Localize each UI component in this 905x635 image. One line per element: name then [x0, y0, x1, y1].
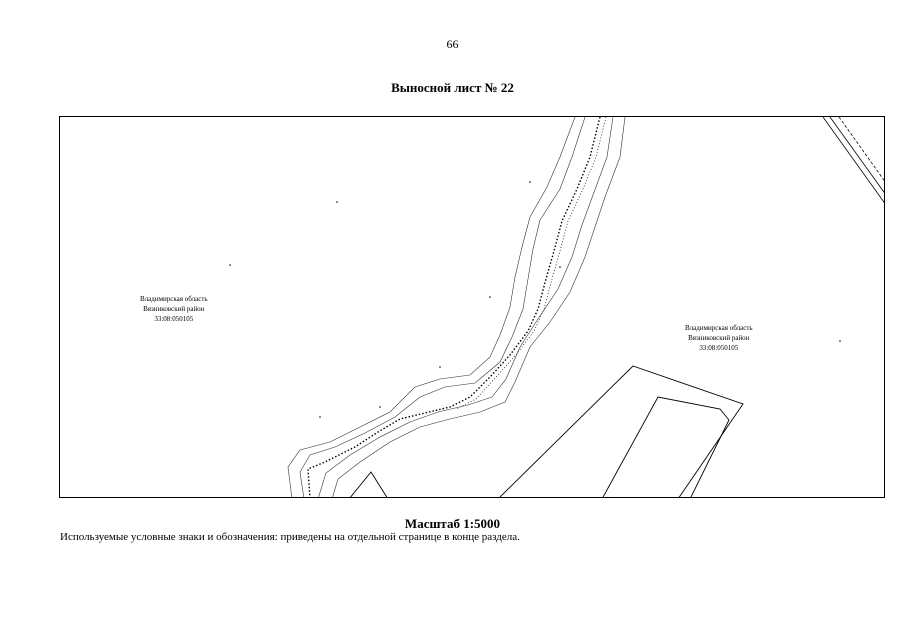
road-edge-1: [822, 117, 884, 203]
region-label-left: Владимирская область Вязниковский район …: [140, 294, 208, 324]
sheet-title: Выносной лист № 22: [391, 80, 514, 95]
stream-line: [307, 117, 601, 497]
road-lines: [822, 117, 884, 203]
parcel-inner-polygon: [602, 396, 730, 497]
map-frame[interactable]: Владимирская область Вязниковский район …: [59, 116, 885, 498]
survey-points: [229, 181, 841, 418]
page-number: 66: [446, 37, 459, 51]
buffer-outer-right: [332, 117, 626, 497]
region-name: Владимирская область: [140, 295, 208, 303]
stream-bank: [455, 117, 607, 410]
buffer-mid-left: [299, 117, 586, 497]
road-edge-3: [838, 117, 884, 181]
cadastral-code: 33:08:050105: [699, 344, 739, 352]
map-drawing: [229, 117, 884, 497]
parcel-lower-left: [350, 471, 388, 497]
district-name: Вязниковский район: [688, 334, 750, 342]
parcel-polygon: [499, 365, 744, 497]
region-name: Владимирская область: [685, 324, 753, 332]
cadastral-code: 33:08:050105: [154, 315, 194, 323]
region-label-right: Владимирская область Вязниковский район …: [685, 323, 753, 353]
map-scale: Масштаб 1:5000: [404, 516, 501, 531]
legend-note: Используемые условные знаки и обозначени…: [60, 531, 520, 543]
road-edge-2: [829, 117, 884, 193]
buffer-outer-left: [287, 117, 576, 497]
district-name: Вязниковский район: [143, 305, 205, 313]
buffer-mid-right: [318, 117, 614, 497]
